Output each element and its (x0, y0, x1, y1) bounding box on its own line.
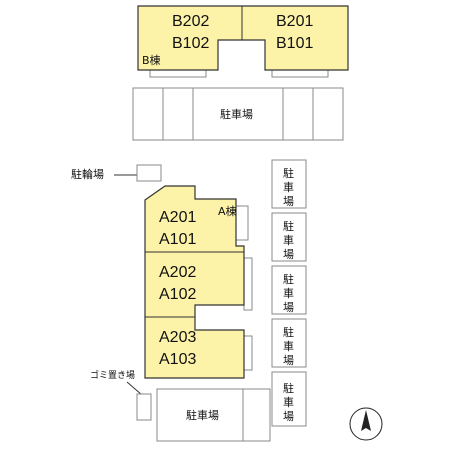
unit-a203: A203 (159, 329, 196, 346)
parking-bottom-outline (156, 388, 271, 442)
unit-b202: B202 (172, 13, 209, 30)
garbage-area: ゴミ置き場 (90, 369, 152, 421)
parking-bottom-label: 駐車場 (186, 408, 219, 422)
bicycle-parking-label: 駐輪場 (71, 167, 104, 181)
parking-right-label-3: 駐車場 (283, 272, 294, 314)
bicycle-parking-box (136, 164, 162, 182)
parking-right-space-3 (271, 265, 307, 315)
parking-right-space-5 (271, 371, 307, 427)
parking-right: 駐車場 駐車場 駐車場 駐車場 駐車場 (271, 159, 307, 427)
parking-right-label-1: 駐車場 (283, 166, 294, 208)
building-a-balcony-2 (243, 257, 253, 311)
parking-right-label-2: 駐車場 (283, 219, 294, 261)
building-a-label: A棟 (218, 204, 237, 218)
unit-b201: B201 (276, 13, 313, 30)
building-a-balcony-3 (243, 335, 253, 371)
parking-right-space-1 (271, 159, 307, 209)
building-a-outline (144, 185, 245, 379)
parking-top-label: 駐車場 (220, 107, 253, 121)
building-b-outline (137, 5, 349, 71)
building-a: A棟 A201 A101 A202 A102 A203 A103 (144, 185, 253, 379)
unit-b102: B102 (172, 35, 209, 52)
garbage-area-label: ゴミ置き場 (90, 369, 135, 381)
building-b: B202 B102 B201 B101 B棟 (137, 5, 349, 78)
unit-a103: A103 (159, 351, 196, 368)
building-b-label: B棟 (142, 53, 161, 67)
unit-a202: A202 (159, 264, 196, 281)
parking-right-space-2 (271, 212, 307, 262)
parking-right-label-4: 駐車場 (283, 325, 294, 367)
unit-a102: A102 (159, 286, 196, 303)
unit-a101: A101 (159, 231, 196, 248)
parking-right-space-4 (271, 318, 307, 368)
building-a-balcony-1 (235, 205, 249, 241)
unit-b101: B101 (276, 35, 313, 52)
parking-top: 駐車場 (132, 87, 344, 141)
garbage-area-box (136, 393, 152, 421)
parking-right-label-5: 駐車場 (283, 381, 294, 423)
parking-top-outline (132, 87, 344, 141)
unit-a201: A201 (159, 209, 196, 226)
north-arrow-icon (349, 407, 383, 441)
bicycle-parking: 駐輪場 (71, 164, 162, 182)
parking-bottom: 駐車場 (156, 388, 271, 442)
